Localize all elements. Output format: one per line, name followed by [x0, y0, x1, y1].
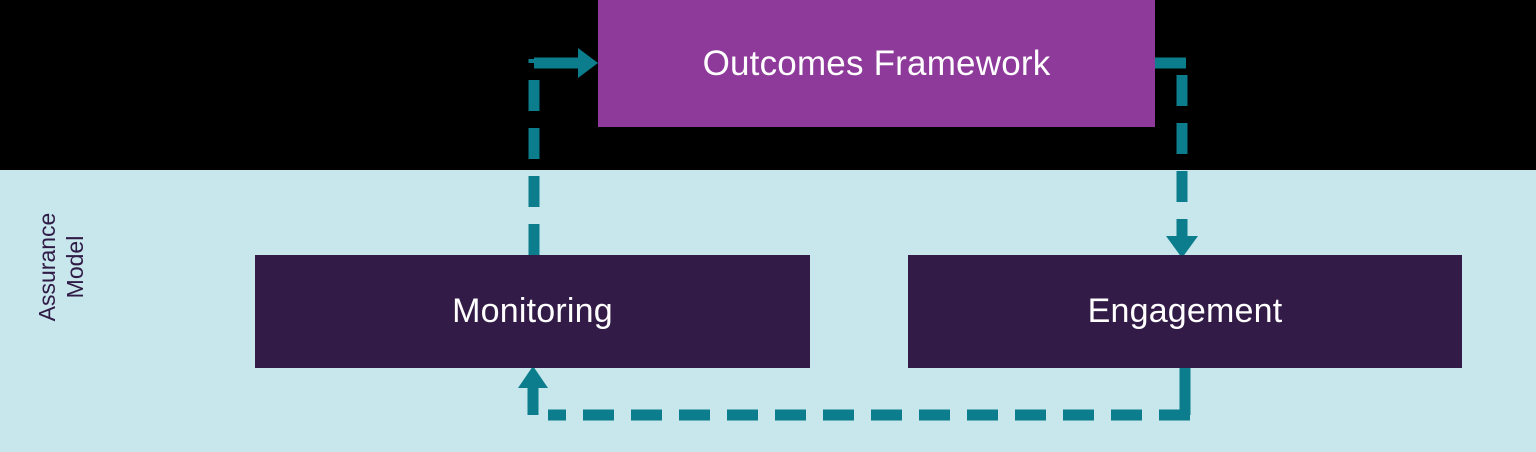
node-monitoring-label: Monitoring — [452, 292, 613, 330]
connector-outcomes-to-engagement — [1152, 57, 1198, 258]
arrowhead-down-into-engagement — [1166, 236, 1198, 258]
connector-engagement-to-monitoring — [518, 366, 1191, 421]
arrowhead-up-into-monitoring — [518, 366, 548, 388]
node-outcomes-framework-label: Outcomes Framework — [702, 43, 1051, 83]
arrowhead-right-into-outcomes — [578, 48, 598, 78]
node-outcomes-framework[interactable]: Outcomes Framework — [598, 0, 1155, 127]
node-monitoring[interactable]: Monitoring — [255, 255, 810, 368]
connector-monitoring-to-outcomes — [528, 48, 598, 255]
node-engagement[interactable]: Engagement — [908, 255, 1462, 368]
node-engagement-label: Engagement — [1087, 292, 1283, 330]
